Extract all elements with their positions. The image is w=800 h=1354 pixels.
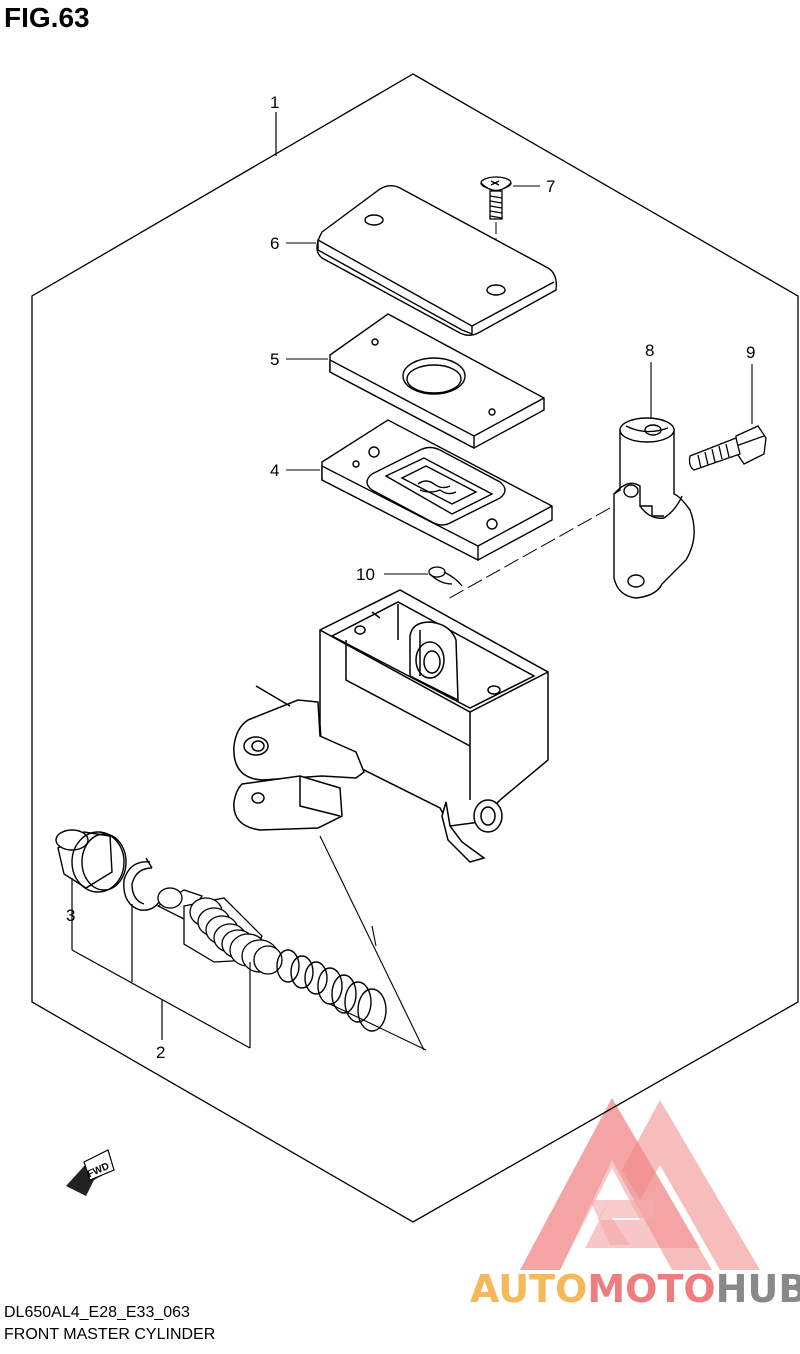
- part-10-clip: [428, 566, 463, 587]
- figure-caption: FRONT MASTER CYLINDER: [4, 1326, 216, 1343]
- callout-7: 7: [546, 177, 555, 196]
- callout-3: 3: [66, 906, 75, 925]
- model-code: DL650AL4_E28_E33_063: [4, 1304, 190, 1321]
- bracket-lines: [71, 878, 251, 1049]
- snap-ring: [123, 857, 163, 911]
- piston-assembly: [156, 887, 283, 975]
- fwd-arrow-icon: FWD: [66, 1149, 115, 1196]
- figure-title: FIG.63: [4, 2, 90, 33]
- part-4-diaphragm: [321, 419, 553, 562]
- callout-2: 2: [156, 1043, 165, 1062]
- part-6-cap: [316, 185, 558, 336]
- watermark-hub: HUB: [716, 1267, 800, 1311]
- part-8-holder: [613, 417, 695, 599]
- callout-4: 4: [270, 461, 279, 480]
- part-7-screw: [480, 176, 512, 220]
- callout-8: 8: [645, 341, 654, 360]
- callout-9: 9: [746, 343, 755, 362]
- part-5-plate: [329, 313, 545, 450]
- watermark-text: AUTOMOTOHUB: [470, 1267, 800, 1311]
- callout-10: 10: [356, 565, 375, 584]
- callout-5: 5: [270, 350, 279, 369]
- assembly-boundary: [31, 73, 799, 1223]
- watermark-moto: MOTO: [587, 1267, 715, 1311]
- part-9-bolt: [688, 425, 767, 471]
- return-spring: [276, 949, 387, 1032]
- part-3-cup: [55, 829, 127, 893]
- callout-1: 1: [270, 93, 279, 112]
- callout-6: 6: [270, 234, 279, 253]
- watermark-logo: AUTOMOTOHUB: [470, 1098, 800, 1311]
- watermark-auto: AUTO: [470, 1267, 587, 1311]
- master-cylinder-body: [233, 589, 549, 863]
